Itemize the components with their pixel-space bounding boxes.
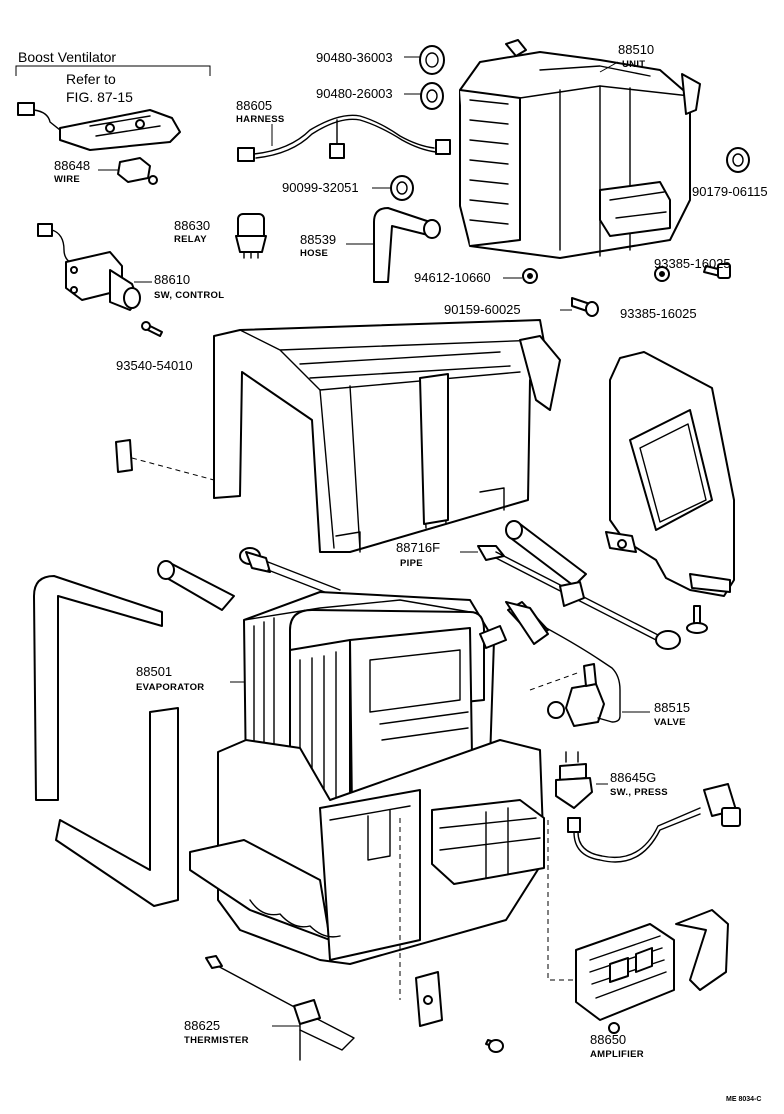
control-switch-88610 [37, 223, 141, 311]
insulation-tube [157, 560, 235, 611]
part-label-88625: 88625 THERMISTER [184, 1018, 249, 1046]
part-number: 94612-10660 [414, 270, 491, 285]
group-title: Boost Ventilator [18, 49, 116, 65]
part-number: 88650 [590, 1032, 626, 1047]
part-name: VALVE [654, 717, 686, 728]
part-label-90099-32051: 90099-32051 [282, 180, 359, 195]
group-reference-line1: Refer to [66, 71, 116, 87]
part-name: HOSE [300, 248, 328, 259]
amplifier-88650 [575, 909, 729, 1034]
part-number: 88605 [236, 98, 272, 113]
part-label-88605: 88605 HARNESS [236, 98, 285, 125]
part-name: UNIT [622, 59, 645, 70]
part-name: RELAY [174, 234, 207, 245]
part-label-88539: 88539 HOSE [300, 232, 336, 259]
part-label-90179-06115: 90179-06115 [692, 184, 768, 199]
harness-88605 [237, 114, 451, 162]
part-number: 88539 [300, 232, 336, 247]
drawing-code: ME 8034-C [726, 1096, 761, 1103]
screw-bottom [485, 1039, 504, 1053]
part-label-93385-16025a: 93385-16025 [654, 256, 731, 271]
part-label-88650: 88650 AMPLIFIER [590, 1032, 644, 1060]
part-number: 88610 [154, 272, 190, 287]
hose-88539 [346, 207, 441, 283]
boost-ventilator-group: Boost Ventilator Refer to FIG. 87-15 [15, 49, 211, 105]
part-name: THERMISTER [184, 1035, 249, 1046]
part-name: EVAPORATOR [136, 682, 204, 693]
part-label-90159-60025: 90159-60025 [444, 302, 521, 317]
clip-bottom [415, 971, 443, 1027]
part-label-88510: 88510 UNIT [599, 42, 654, 73]
grommet-90179-06115 [726, 147, 750, 173]
part-number: 93385-16025 [654, 256, 731, 271]
part-number: 88630 [174, 218, 210, 233]
part-label-88515: 88515 VALVE [654, 700, 690, 728]
nut-93385-16025a [654, 266, 670, 282]
bolt-93385-16025b [703, 263, 731, 279]
part-number: 90159-60025 [444, 302, 521, 317]
blower-unit-88510 [459, 39, 701, 259]
side-cover [605, 351, 735, 597]
part-label-90480-26003: 90480-26003 [316, 86, 393, 101]
grommet-90480-26003 [404, 82, 444, 110]
part-number: 93385-16025 [620, 306, 697, 321]
part-number: 93540-54010 [116, 358, 193, 373]
thermister-88625 [205, 955, 355, 1061]
lower-case [189, 739, 580, 1000]
pipe-88716F [460, 545, 681, 650]
part-name: AMPLIFIER [590, 1049, 644, 1060]
part-label-88716F: 88716F PIPE [396, 540, 440, 569]
part-label-88501: 88501 EVAPORATOR [136, 664, 204, 693]
part-name: SW., PRESS [610, 787, 668, 798]
part-number: 88625 [184, 1018, 220, 1033]
part-number: 90480-36003 [316, 50, 393, 65]
part-name: PIPE [400, 558, 423, 569]
part-number: 88648 [54, 158, 90, 173]
grommet-90099-32051 [372, 175, 414, 201]
wire-clip-88648 [98, 157, 158, 185]
part-label-88610: 88610 SW, CONTROL [134, 272, 224, 301]
part-label-93385-16025b: 93385-16025 [620, 306, 697, 321]
part-number: 88645G [610, 770, 656, 785]
part-number: 90480-26003 [316, 86, 393, 101]
upper-case [115, 319, 561, 553]
screw-93540-54010 [141, 321, 163, 337]
part-number: 88716F [396, 540, 440, 555]
part-number: 90099-32051 [282, 180, 359, 195]
part-name: SW, CONTROL [154, 290, 224, 301]
part-label-88630: 88630 RELAY [174, 218, 210, 245]
evaporator-inlet-pipe [239, 547, 341, 599]
boost-ventilator-bracket [17, 102, 181, 151]
part-label-94612-10660: 94612-10660 [414, 270, 491, 285]
part-label-88645G: 88645G SW., PRESS [610, 770, 668, 798]
part-label-93540-54010: 93540-54010 [116, 358, 193, 373]
pressure-switch-88645G [555, 751, 741, 863]
bolt-right [686, 605, 708, 634]
seal-strip [33, 575, 179, 907]
expansion-valve-88515 [505, 601, 650, 727]
relay-88630 [235, 213, 267, 259]
part-number: 88510 [618, 42, 654, 57]
part-name: WIRE [54, 174, 80, 185]
group-reference-line2: FIG. 87-15 [66, 89, 133, 105]
part-label-90480-36003: 90480-36003 [316, 50, 393, 65]
part-number: 90179-06115 [692, 184, 768, 199]
part-number: 88501 [136, 664, 172, 679]
part-label-88648: 88648 WIRE [54, 158, 90, 185]
part-name: HARNESS [236, 114, 285, 125]
part-number: 88515 [654, 700, 690, 715]
insulation-sleeve [505, 520, 587, 587]
bolt-90159-60025 [560, 297, 599, 317]
grommet-90480-36003 [404, 45, 445, 75]
nut-94612-10660 [503, 268, 538, 284]
